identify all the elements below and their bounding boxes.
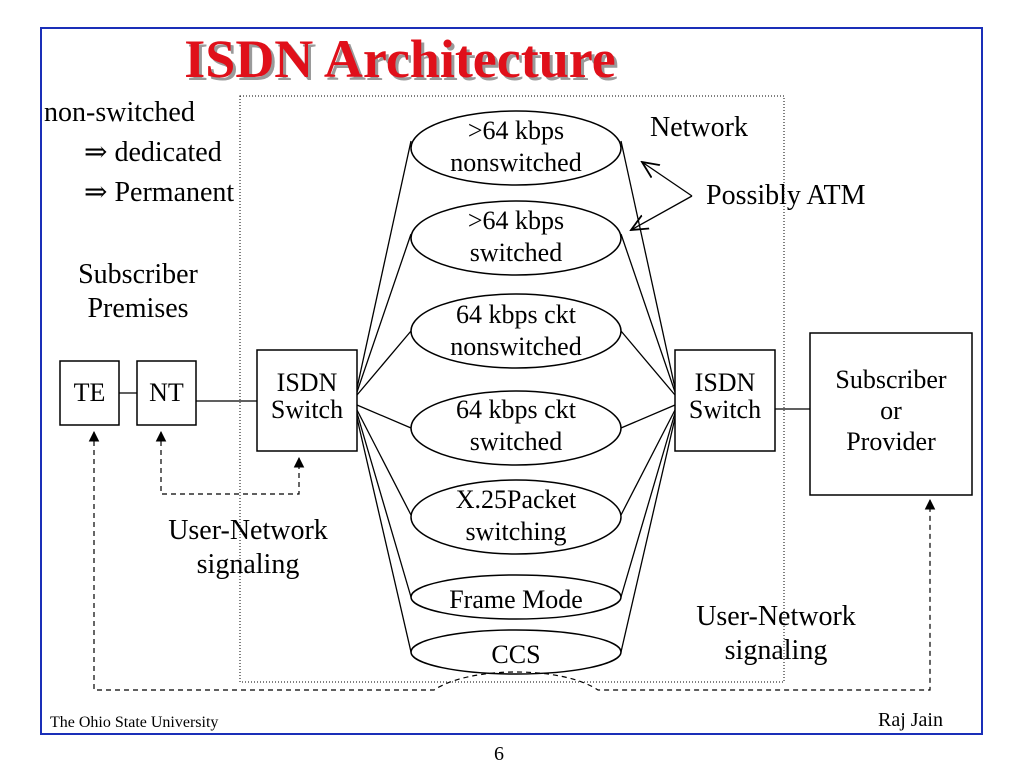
footer-university: The Ohio State University: [50, 714, 219, 731]
right-fan-lines: [620, 140, 676, 653]
nt-box: [136, 360, 197, 426]
service-ellipse-6: [410, 574, 622, 620]
network-label: Network: [650, 112, 748, 143]
atm-arrow-bottom: [631, 195, 693, 230]
footer-author: Raj Jain: [878, 709, 943, 731]
service-label-6: Frame Mode: [449, 585, 583, 614]
network-boundary: [239, 95, 785, 683]
te-box: [59, 360, 120, 426]
user-network-signaling-left: User-Network signaling: [168, 515, 328, 580]
service-ellipse-3: [410, 293, 622, 369]
implies-arrow-icon: ⇒: [84, 177, 108, 208]
service-label-7: CCS: [491, 640, 541, 669]
note-line-1: non-switched: [44, 97, 195, 128]
nt-label: NT: [149, 378, 184, 407]
te-label: TE: [73, 378, 106, 407]
implies-arrow-icon: ⇒: [84, 137, 108, 168]
user-network-signaling-right: User-Network signaling: [696, 601, 856, 666]
slide-frame: [40, 27, 983, 735]
note-line-2: ⇒ dedicated: [84, 137, 222, 168]
subscriber-provider-label: Subscriber or Provider: [835, 365, 947, 457]
page-number: 6: [494, 743, 504, 765]
subscriber-premises-label: Subscriber Premises: [78, 259, 198, 324]
atm-arrow-top: [642, 162, 693, 197]
service-ellipse-2: [410, 200, 622, 276]
service-ellipse-7: [410, 629, 622, 675]
left-fan-lines: [356, 140, 412, 653]
slide-title: ISDN Architecture: [184, 29, 616, 89]
possibly-atm-label: Possibly ATM: [706, 180, 866, 211]
service-ellipse-1: [410, 110, 622, 186]
note-line-3: ⇒ Permanent: [84, 177, 235, 208]
